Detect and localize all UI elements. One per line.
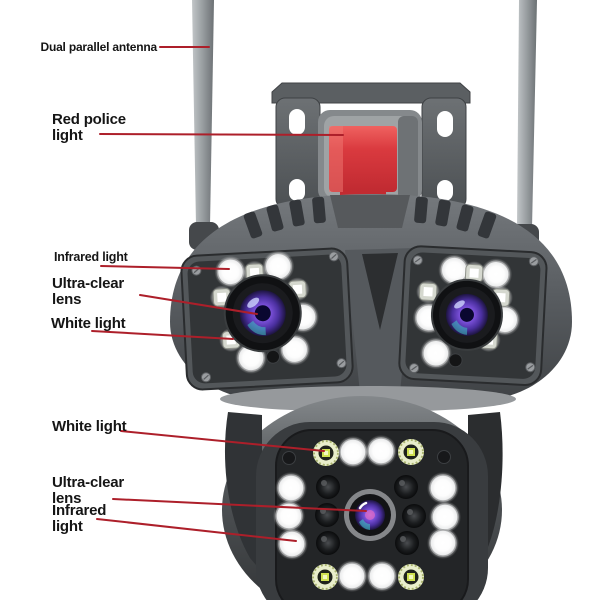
screw <box>328 251 340 262</box>
screw <box>336 357 347 369</box>
leader-line-white-bottom <box>120 430 325 452</box>
white-light-led <box>426 526 460 560</box>
bracket-hole <box>437 111 453 137</box>
label-dual-antenna: Dual parallel antenna <box>40 40 157 54</box>
screw <box>408 362 420 374</box>
infrared-dome-led <box>395 531 419 555</box>
white-light-led <box>364 434 398 468</box>
label-white-light-top: White light <box>51 315 126 332</box>
mount-bracket <box>271 82 471 209</box>
bracket-hole <box>437 180 453 201</box>
white-light-led <box>336 435 370 469</box>
ptz-dome <box>222 396 503 600</box>
lens-right <box>430 278 503 351</box>
leader-line-police-light <box>99 133 344 136</box>
light-sensor <box>282 451 296 465</box>
white-light-led <box>272 499 306 533</box>
white-light-led <box>365 559 399 593</box>
camera-face-left <box>180 247 354 391</box>
label-white-light-bottom: White light <box>52 418 127 435</box>
lens-dome <box>344 489 396 541</box>
leader-line-lens-top <box>139 294 258 315</box>
white-light-led <box>274 471 308 505</box>
leader-line-infrared-top <box>100 265 230 270</box>
screw <box>200 371 212 383</box>
label-infrared-light-bottom: Infrared light <box>52 502 107 536</box>
label-infrared-light-top: Infrared light <box>54 250 128 264</box>
annotation-lines <box>91 46 367 542</box>
white-light-led <box>335 559 369 593</box>
white-light-led <box>426 471 460 505</box>
leader-line-white-top <box>91 330 234 340</box>
yellow-warning-led <box>311 563 339 591</box>
yellow-warning-led <box>397 438 425 466</box>
white-light-led <box>275 527 309 561</box>
infrared-dome-led <box>315 503 339 527</box>
leader-line-infrared-bottom <box>96 518 297 542</box>
infrared-dome-led <box>394 475 418 499</box>
screw <box>528 255 540 267</box>
label-ultra-clear-lens-bottom: Ultra-clear lens <box>52 474 125 508</box>
infrared-dome-led <box>402 504 426 528</box>
label-red-police-light: Red police light <box>52 111 126 145</box>
lens-left <box>223 274 302 353</box>
yellow-warning-led <box>397 563 425 591</box>
light-sensor <box>448 353 463 368</box>
infrared-dome-led <box>316 475 340 499</box>
infrared-dome-led <box>316 531 340 555</box>
leader-line-lens-bottom <box>112 498 367 512</box>
head-fins <box>243 196 497 239</box>
light-sensor <box>437 450 451 464</box>
antenna-left <box>189 0 219 250</box>
antenna-right <box>509 0 539 252</box>
screw <box>524 361 536 373</box>
camera-face-right <box>398 245 548 386</box>
bracket-hole <box>289 109 305 135</box>
screw <box>412 254 424 266</box>
bracket-hole <box>289 179 305 201</box>
light-sensor <box>266 349 281 364</box>
yellow-warning-led <box>312 439 340 467</box>
label-ultra-clear-lens-top: Ultra-clear lens <box>52 275 125 309</box>
